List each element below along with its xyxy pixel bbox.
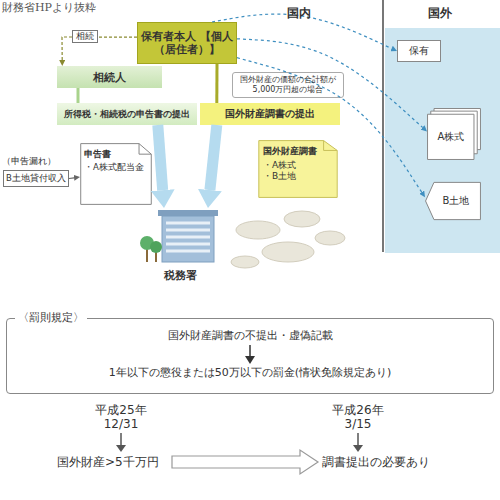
edge-label: 相続 [72,30,98,43]
node-text: 国外財産調書 [263,146,317,157]
outline-path [426,182,481,219]
report-document: 国外財産調書・A株式・B土地 [258,140,338,198]
penalty-arrow-head [245,356,255,364]
node-text: B土地 [443,195,470,207]
region-header: 国外 [428,6,452,20]
cloud [315,231,345,245]
edge-group [62,14,423,192]
timeline-condition: 国外財産>5千万円 [57,455,159,469]
timeline-arrow-head [353,445,363,452]
building-window [166,229,210,232]
report-line [215,64,218,103]
node-text: B土地貸付収入 [6,173,66,183]
outline-path [139,144,151,155]
tax-return-band: 所得税・相続税の申告書の提出 [57,103,197,125]
holding-curve [237,58,422,192]
building-window [166,250,210,253]
building-window [166,243,210,246]
node-text: 申告書 [84,149,111,159]
tree [150,241,162,253]
outline-path [259,141,337,198]
land-tag: B土地 [425,182,481,220]
cloud [262,242,314,262]
omission-arrow [69,177,74,179]
node-text: 〈罰則規定〉 [15,311,87,324]
holding-box: 保有 [397,40,441,62]
timeline-arrow [357,433,359,446]
node-text: 1年以下の懲役または50万以下の罰金(情状免除規定あり) [7,366,493,379]
node-text: 相続人 [93,71,126,84]
building-window [166,236,210,239]
node-text: 国外財産調書の提出 [225,108,315,119]
node-text: （申告漏れ） [2,156,56,166]
cloud [231,256,259,268]
source-note: 財務省HPより抜粋 [2,1,96,14]
node-text: ・A株式配当金 [84,162,144,172]
building-roof [158,210,218,216]
timeline-arrow-head [116,445,126,452]
tree-trunk [146,248,148,262]
omitted-income-box: （申告漏れ）B土地貸付収入 [3,170,69,187]
node-text: ・A株式 [263,160,296,171]
stock-document: A株式 [427,108,481,160]
holding-curve [212,14,392,48]
penalty-box: 〈罰則規定〉国外財産調書の不提出・虚偽記載1年以下の懲役または50万以下の罰金(… [6,318,494,394]
date-label: 平成26年 [332,403,383,417]
node-text: 所得税・相続税の申告書の提出 [64,109,190,120]
inherit-line [62,37,137,60]
condition-note: 国外財産の価額の合計額が5,000万円超の場合 [232,72,344,98]
border-line [382,0,384,252]
return-line [77,88,80,103]
outline-path [81,144,152,205]
submit-arrow [210,125,217,190]
report-band: 国外財産調書の提出 [200,103,340,125]
building [162,216,214,262]
timeline-result: 調書提出の必要あり [322,455,430,469]
cloud [236,221,280,239]
holding-curve [237,39,423,128]
node-text: 保有 [409,45,429,57]
building-window [166,222,210,225]
date-label: 3/15 [345,417,372,431]
outline-path [428,114,474,159]
node-text: A株式 [438,131,465,143]
hollow-arrow [172,450,318,474]
node-text: 保有者本人 【個人（居住者）】 [140,30,234,55]
heir-box: 相続人 [57,66,162,88]
date-label: 平成25年 [95,403,146,417]
holder-box: 保有者本人 【個人（居住者）】 [137,22,237,64]
node-text: ・B土地 [263,171,296,182]
submit-arrow [158,125,163,190]
timeline-arrow [120,433,122,446]
region-header: 国内 [287,6,311,20]
node-text: 税務署 [164,269,197,282]
tax-office: 税務署 [140,208,220,282]
date-label: 12/31 [104,417,139,431]
cloud [284,211,320,227]
tax-return-document: 申告書・A株式配当金 [80,143,152,205]
outline-path [324,141,338,151]
node-text: 国外財産の価額の合計額が5,000万円超の場合 [235,75,341,94]
node-text: 国外財産調書の不提出・虚偽記載 [7,329,493,342]
overseas-area [385,28,500,253]
